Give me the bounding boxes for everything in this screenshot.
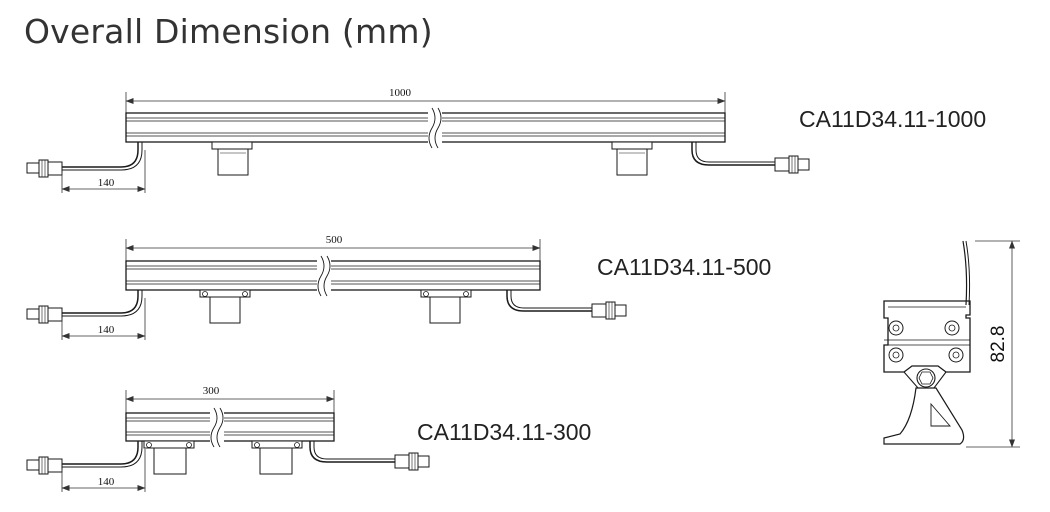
length-label-500: 500 bbox=[326, 234, 343, 246]
length-label-1000: 1000 bbox=[389, 87, 412, 99]
fixture-1000: 1000 140 bbox=[26, 87, 810, 193]
cable-label-500: 140 bbox=[98, 324, 115, 336]
fixture-300: 300 140 bbox=[26, 385, 430, 492]
cable-label-300: 140 bbox=[98, 476, 115, 488]
cable-label-1000: 140 bbox=[98, 177, 115, 189]
height-label: 82.8 bbox=[988, 326, 1009, 363]
model-label-300: CA11D34.11-300 bbox=[417, 419, 592, 445]
fixture-500: 500 140 bbox=[26, 234, 627, 340]
page-title: Overall Dimension (mm) bbox=[24, 12, 433, 51]
length-label-300: 300 bbox=[203, 385, 220, 397]
model-label-500: CA11D34.11-500 bbox=[597, 254, 772, 280]
cross-section-view: 82.8 bbox=[883, 240, 1020, 448]
model-label-1000: CA11D34.11-1000 bbox=[799, 106, 987, 132]
